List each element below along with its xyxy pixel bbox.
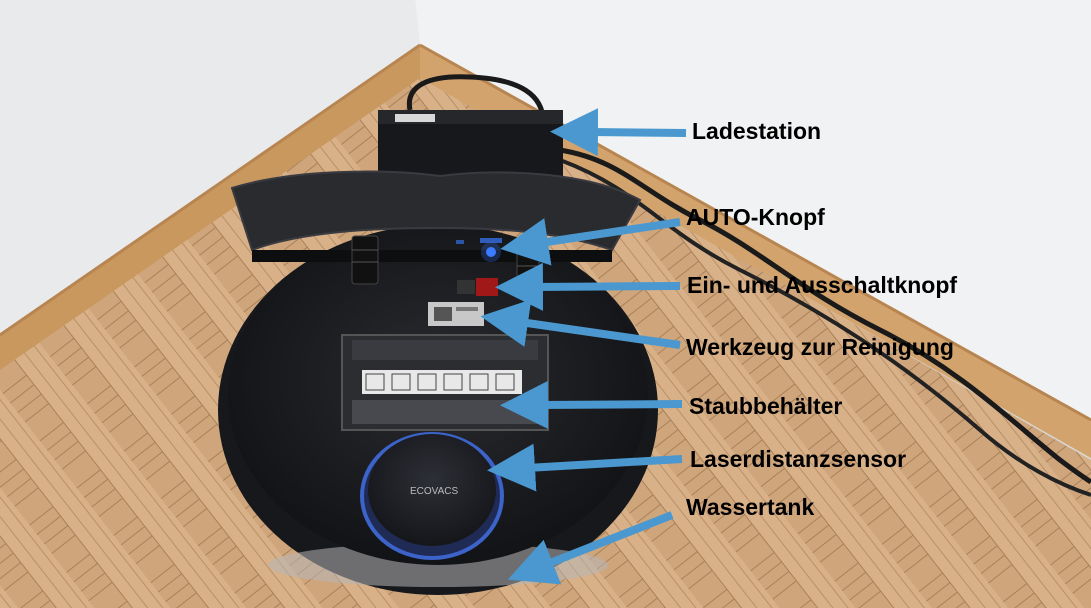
charging-station <box>378 110 563 180</box>
cleaning-tool <box>428 302 484 326</box>
label-ein-aus-knopf: Ein- und Ausschaltknopf <box>687 272 958 298</box>
arrow-laser <box>487 443 683 492</box>
wall-right <box>415 0 1091 420</box>
arrow-ein-aus <box>495 262 681 311</box>
power-switch <box>457 278 498 296</box>
label-werkzeug: Werkzeug zur Reinigung <box>686 334 954 360</box>
wall-left <box>0 0 420 335</box>
power-cable <box>559 147 1091 485</box>
label-wassertank: Wassertank <box>686 494 815 520</box>
dust-bin <box>341 334 549 431</box>
arrow-wassertank <box>507 511 674 585</box>
laser-distance-sensor: ECOVACS <box>360 432 504 560</box>
baseboard-left <box>0 45 420 370</box>
arrow-auto-knopf <box>500 218 681 266</box>
arrow-werkzeug <box>480 299 681 349</box>
brand-logo: ECOVACS <box>410 486 458 497</box>
label-laserdistanzsensor: Laserdistanzsensor <box>690 446 907 472</box>
annotation-arrows <box>480 108 687 585</box>
arrow-ladestation <box>550 108 687 157</box>
arrow-staubbehaelter <box>500 380 683 429</box>
label-ladestation: Ladestation <box>692 118 822 144</box>
auto-button <box>456 238 502 262</box>
label-staubbehaelter: Staubbehälter <box>689 393 843 419</box>
label-auto-knopf: AUTO-Knopf <box>686 204 825 230</box>
